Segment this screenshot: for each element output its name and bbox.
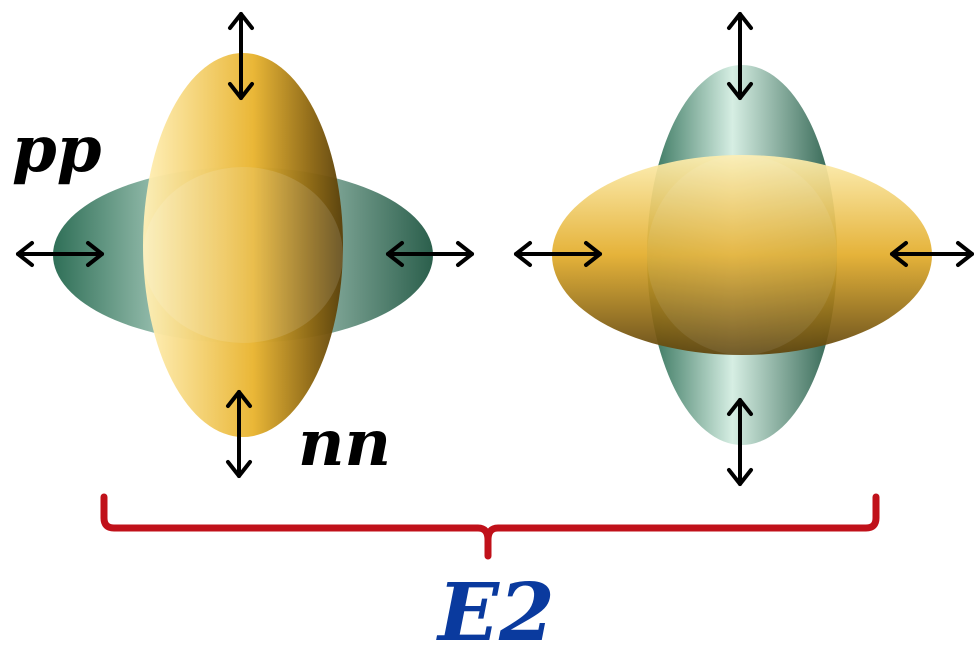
left-overlap-shade bbox=[143, 167, 343, 343]
double-headed-arrow-icon bbox=[727, 12, 753, 100]
neutron-pair-label: nn bbox=[298, 406, 392, 481]
double-headed-arrow-icon bbox=[727, 398, 753, 486]
arrows bbox=[16, 12, 974, 486]
double-headed-arrow-icon bbox=[514, 241, 602, 267]
double-headed-arrow-icon bbox=[228, 12, 254, 100]
right-overlap-shade bbox=[647, 155, 837, 355]
double-headed-arrow-icon bbox=[226, 390, 252, 478]
double-headed-arrow-icon bbox=[890, 241, 974, 267]
curly-bracket-icon bbox=[100, 493, 880, 560]
proton-pair-label: pp bbox=[12, 112, 102, 187]
left-nucleus bbox=[53, 53, 433, 437]
mode-label: E2 bbox=[438, 565, 555, 659]
left-neutron-ellipse bbox=[143, 53, 343, 437]
right-nucleus bbox=[552, 65, 932, 445]
double-headed-arrow-icon bbox=[16, 241, 104, 267]
double-headed-arrow-icon bbox=[386, 241, 474, 267]
right-neutron-ellipse bbox=[552, 155, 932, 355]
